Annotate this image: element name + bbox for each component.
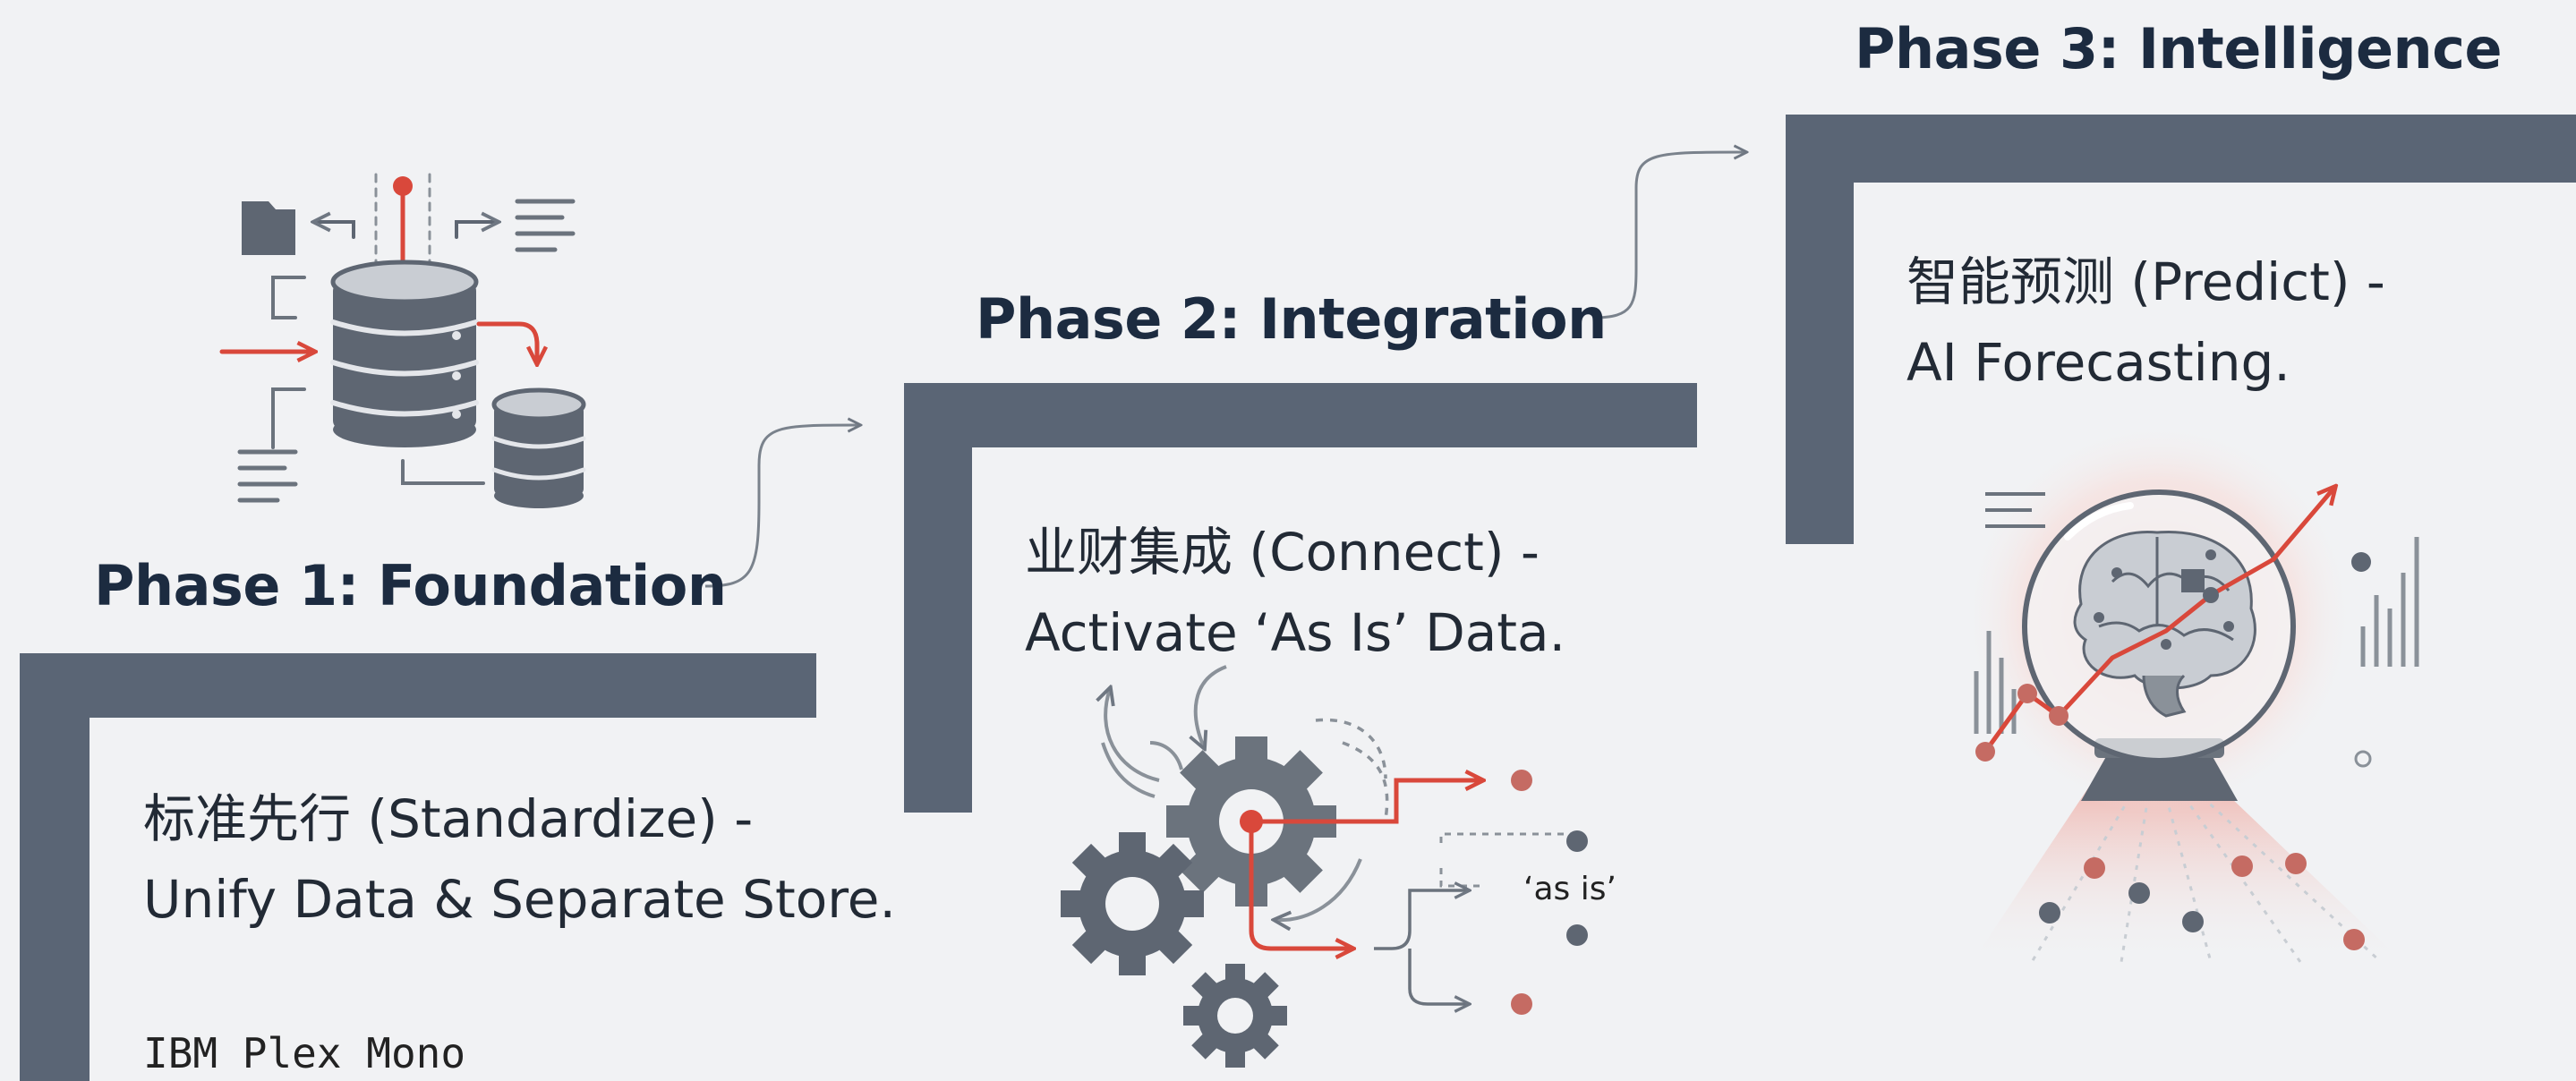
database-icon [219,173,586,508]
step-1 [20,653,816,1081]
font-caption: IBM Plex Mono [143,1029,466,1077]
phase-1-title: Phase 1: Foundation [94,553,727,618]
gear-label: ‘as is’ [1523,871,1616,907]
phase-3-desc-line1: 智能预测 (Predict) - [1906,251,2385,312]
phase-2-desc-line2: Activate ‘As Is’ Data. [1025,602,1566,663]
phase-3-description: 智能预测 (Predict) - AI Forecasting. [1906,242,2385,403]
step-3 [1786,115,2576,544]
phase-2-title: Phase 2: Integration [976,286,1607,352]
phase-1-desc-line2: Unify Data & Separate Store. [143,869,896,930]
step-2 [904,383,1697,813]
connector-arrow-1 [704,425,859,588]
phase-1-description: 标准先行 (Standardize) - Unify Data & Separa… [143,779,896,940]
phase-2-desc-line1: 业财集成 (Connect) - [1025,522,1540,583]
phase-3-title: Phase 3: Intelligence [1855,16,2503,81]
gears-icon: ‘as is’ [1061,665,1616,1068]
connector-arrow-2 [1592,152,1745,319]
phase-2-description: 业财集成 (Connect) - Activate ‘As Is’ Data. [1025,512,1565,673]
phase-1-desc-line1: 标准先行 (Standardize) - [143,788,754,849]
crystal-ball-brain-icon [1962,421,2419,966]
phase-3-desc-line2: AI Forecasting. [1906,332,2290,393]
